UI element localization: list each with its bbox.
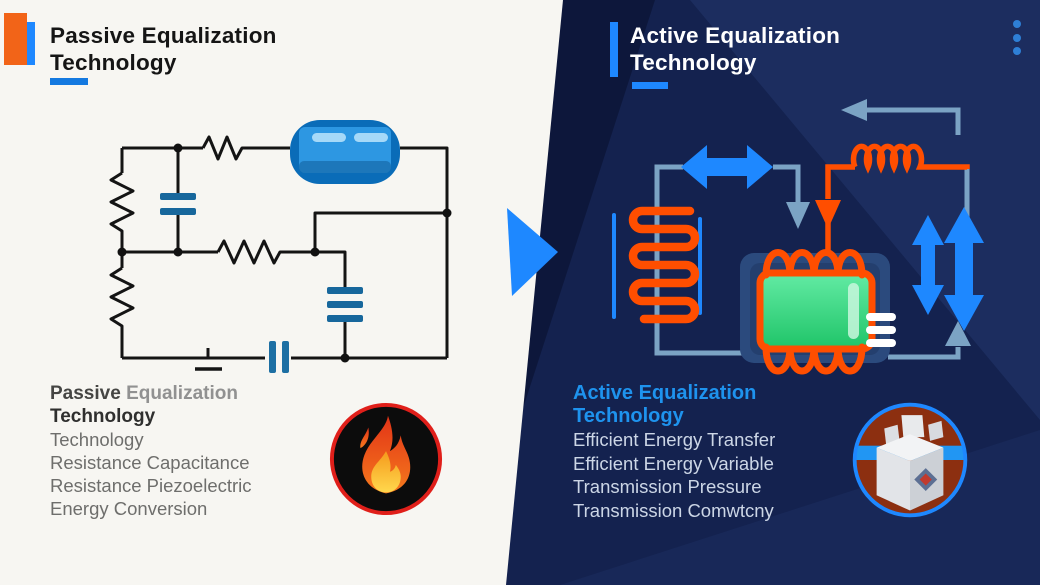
double-arrow-vertical-large bbox=[944, 207, 984, 331]
kebab-menu-icon[interactable] bbox=[1012, 20, 1022, 62]
kebab-dot bbox=[1013, 47, 1021, 55]
right-summary-item: Transmission Comwtcny bbox=[573, 499, 774, 521]
right-title-line1: Active Equalization bbox=[630, 23, 841, 48]
arrowhead-down-steel bbox=[786, 202, 810, 229]
resistor-left-upper bbox=[109, 171, 135, 252]
resistor-middle bbox=[216, 239, 315, 265]
left-summary: Passive Equalization Technology Technolo… bbox=[50, 382, 320, 520]
arrowhead-down-orange bbox=[815, 200, 841, 229]
resistor-left-lower bbox=[109, 266, 135, 358]
kebab-dot bbox=[1013, 20, 1021, 28]
left-title-line2: Technology bbox=[50, 50, 177, 75]
right-title-underline bbox=[632, 82, 668, 89]
left-title-underline bbox=[50, 78, 88, 85]
winding-bottom bbox=[762, 343, 866, 375]
inductor-coil-horizontal bbox=[850, 143, 970, 174]
right-title-accent-bar bbox=[610, 22, 618, 77]
wire-top-return bbox=[865, 107, 961, 135]
header-accent-square-orange bbox=[4, 13, 27, 65]
capacitor-two-plate bbox=[160, 193, 196, 215]
right-summary: Active Equalization Technology Efficient… bbox=[573, 382, 853, 522]
left-summary-title-line2: Technology bbox=[50, 406, 156, 427]
left-panel-title: Passive Equalization Technology bbox=[50, 22, 277, 76]
winding-top bbox=[762, 249, 866, 279]
right-summary-item: Transmission Pressure bbox=[573, 476, 762, 497]
fire-icon bbox=[329, 402, 443, 516]
arrowhead-left bbox=[841, 99, 867, 121]
transformer-icon bbox=[740, 249, 896, 375]
capacitor-three-plate bbox=[327, 287, 363, 322]
resistor-top bbox=[201, 135, 290, 161]
right-summary-item: Efficient Energy Transfer bbox=[573, 429, 776, 450]
isometric-box bbox=[876, 415, 944, 511]
kebab-dot bbox=[1013, 34, 1021, 42]
left-summary-item: Technology bbox=[50, 429, 144, 450]
passive-circuit-diagram bbox=[109, 120, 452, 373]
wire-left-loop bbox=[654, 164, 742, 356]
header-accent-square-blue bbox=[27, 22, 35, 65]
junction-dots bbox=[117, 143, 452, 363]
right-summary-item: Efficient Energy Variable bbox=[573, 452, 774, 474]
blue-cylinder-component bbox=[290, 120, 400, 184]
arrowhead-up-steel bbox=[945, 321, 971, 346]
left-title-line1: Passive Equalization bbox=[50, 23, 277, 48]
capacitor-vertical bbox=[269, 341, 289, 373]
left-summary-title-line1: Passive Equalization bbox=[50, 383, 238, 404]
serpentine-resistor bbox=[628, 206, 700, 324]
left-summary-item: Energy Conversion bbox=[50, 498, 208, 519]
battery-box-icon bbox=[852, 402, 968, 518]
double-arrow-horizontal bbox=[681, 145, 773, 189]
right-summary-title-line1: Active Equalization bbox=[573, 382, 757, 404]
right-panel-title: Active Equalization Technology bbox=[630, 22, 840, 76]
right-summary-title-line2: Technology bbox=[573, 405, 684, 427]
active-circuit-diagram bbox=[612, 99, 984, 375]
right-title-line2: Technology bbox=[630, 50, 757, 75]
left-summary-item: Resistance Capacitance bbox=[50, 452, 250, 473]
transformer-pins bbox=[866, 313, 896, 347]
double-arrow-vertical-small bbox=[912, 215, 944, 315]
left-summary-item: Resistance Piezoelectric bbox=[50, 475, 252, 496]
